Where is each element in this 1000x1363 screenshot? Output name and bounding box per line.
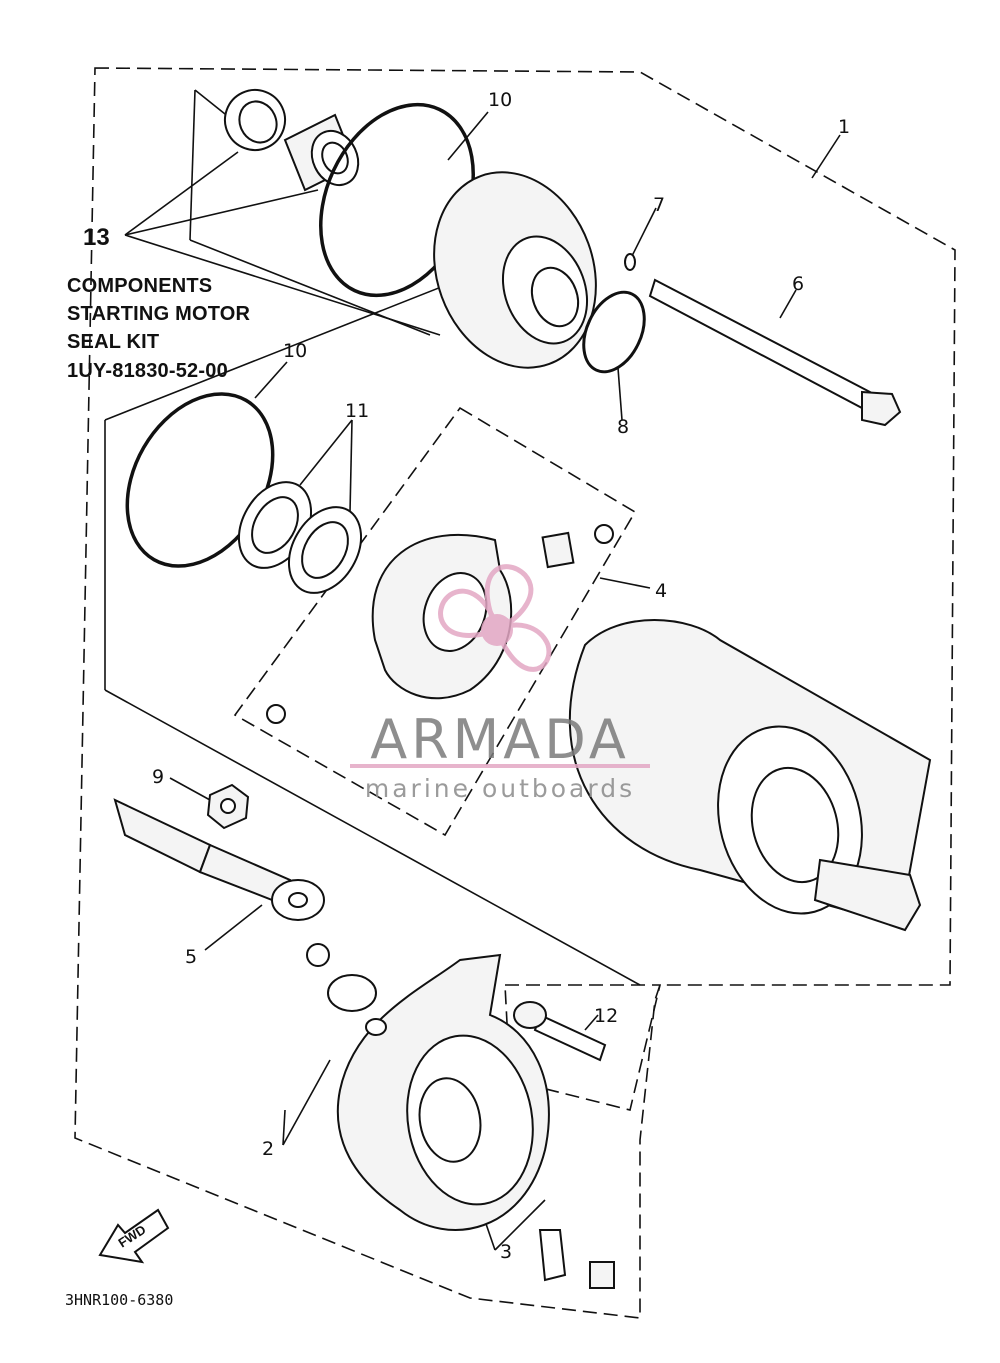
callout-3: 3 [500, 1241, 512, 1263]
assembly-outline-1 [74, 67, 956, 1319]
watermark-tagline: marine outboards [365, 774, 635, 803]
bolt-group-outline-12 [504, 984, 662, 1111]
nut-9 [206, 783, 250, 830]
brush-group-outline-4 [233, 406, 637, 837]
o-ring-8 [582, 290, 646, 374]
callout-6: 6 [792, 273, 804, 295]
front-cover-part [433, 171, 597, 369]
oil-seal-part [224, 89, 286, 151]
info-line-2: STARTING MOTOR [67, 303, 251, 325]
yoke-body-part [568, 619, 932, 932]
callout-7: 7 [653, 194, 665, 216]
watermark-divider [350, 764, 650, 768]
callout-5: 5 [185, 946, 197, 968]
bolt-12 [513, 1001, 607, 1062]
fwd-arrow-icon: FWD [98, 1208, 170, 1264]
callout-2: 2 [262, 1138, 274, 1160]
washers-11 [237, 481, 363, 594]
callout-1: 1 [838, 116, 850, 138]
callout-11: 11 [345, 400, 369, 422]
callout-9: 9 [152, 766, 164, 788]
lead-wire-5 [113, 798, 325, 921]
propeller-logo-icon [438, 564, 552, 672]
washer-7 [624, 253, 636, 271]
armada-watermark: ARMADA marine outboards [350, 564, 650, 803]
brush-terminal-3 [538, 1229, 615, 1289]
watermark-name: ARMADA [370, 708, 630, 771]
callout-12: 12 [594, 1005, 618, 1027]
info-line-1: COMPONENTS [67, 275, 212, 297]
rear-cover-2 [306, 943, 550, 1231]
needle-bearing-part [283, 113, 360, 192]
long-bolt-6 [648, 278, 902, 427]
info-line-3: SEAL KIT [67, 331, 159, 353]
callout-13: 13 [83, 224, 110, 251]
callout-10-left: 10 [283, 340, 307, 362]
callout-8: 8 [617, 416, 629, 438]
seal-kit-info: COMPONENTS STARTING MOTOR SEAL KIT 1UY-8… [67, 275, 251, 382]
callout-10-top: 10 [488, 89, 512, 111]
info-line-4: 1UY-81830-52-00 [67, 360, 228, 382]
drawing-code: 3HNR100-6380 [65, 1291, 173, 1309]
callout-4: 4 [655, 580, 667, 602]
